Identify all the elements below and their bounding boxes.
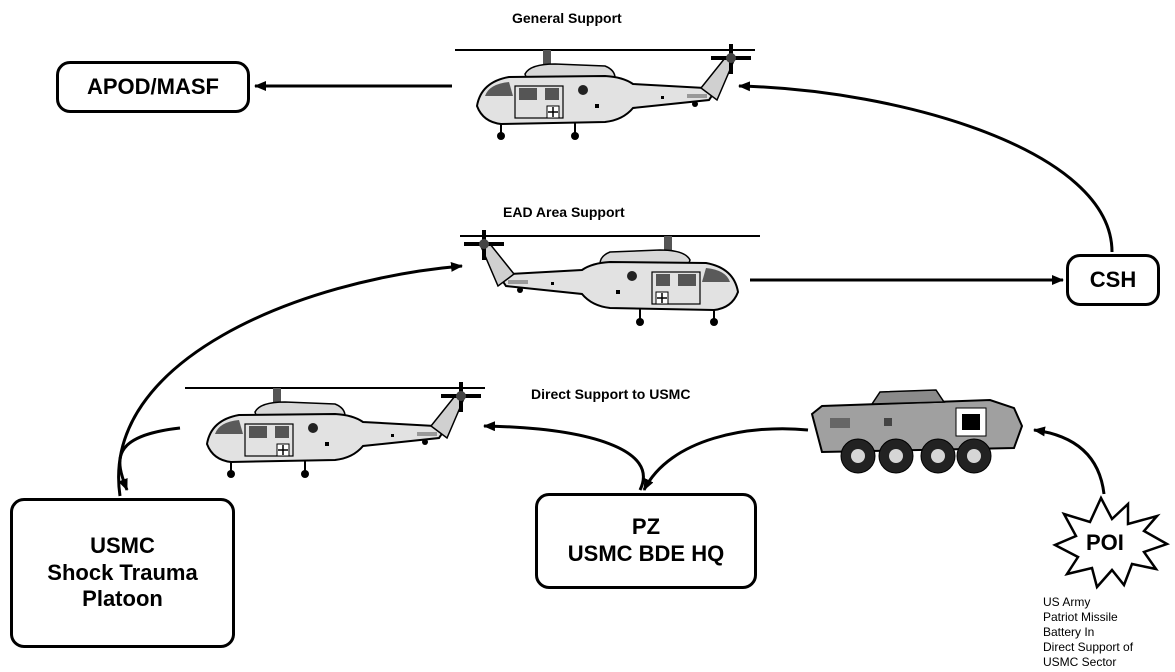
pz-line-2: USMC BDE HQ [568, 541, 724, 568]
direct-support-label: Direct Support to USMC [531, 386, 690, 402]
helicopter-icon [455, 44, 755, 140]
pz-usmc-bde-hq-node: PZ USMC BDE HQ [535, 493, 757, 589]
poi-note-line-2: Patriot Missile [1043, 610, 1133, 625]
poi-note-line-4: Direct Support of [1043, 640, 1133, 655]
apod-masf-node: APOD/MASF [56, 61, 250, 113]
helicopter-icon [460, 230, 760, 326]
pz-line-1: PZ [568, 514, 724, 541]
general-support-label: General Support [512, 10, 622, 26]
armored-vehicle-icon [812, 390, 1022, 473]
usmc-platoon-line-1: USMC [47, 533, 197, 560]
usmc-shock-trauma-platoon-node: USMC Shock Trauma Platoon [10, 498, 235, 648]
poi-note-line-3: Battery In [1043, 625, 1133, 640]
apod-masf-label: APOD/MASF [87, 74, 219, 101]
usmc-platoon-line-3: Platoon [47, 586, 197, 613]
csh-label: CSH [1090, 267, 1136, 294]
usmc-platoon-line-2: Shock Trauma [47, 560, 197, 587]
ead-area-support-label: EAD Area Support [503, 204, 625, 220]
helicopter-icon [185, 382, 485, 478]
poi-note-line-5: USMC Sector [1043, 655, 1133, 670]
poi-label: POI [1086, 530, 1124, 556]
csh-node: CSH [1066, 254, 1160, 306]
poi-note: US Army Patriot Missile Battery In Direc… [1043, 595, 1133, 670]
poi-note-line-1: US Army [1043, 595, 1133, 610]
